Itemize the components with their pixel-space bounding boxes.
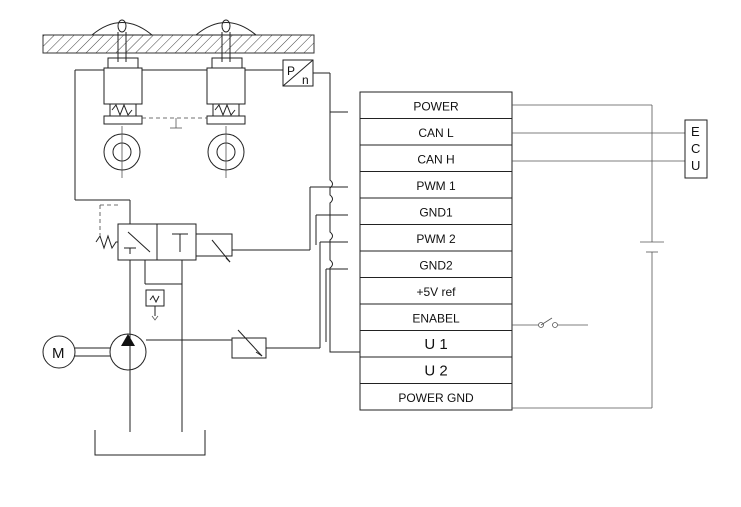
connector-pin-label: U 2 [424, 362, 447, 379]
ecu-letter-e: E [691, 124, 700, 139]
connector-pin-vref: +5V ref [359, 277, 513, 305]
connector-pin-pwm1: PWM 1 [359, 171, 513, 199]
connector-pin-label: CAN L [418, 126, 454, 140]
ecu-wiring [512, 104, 685, 409]
connector-pin-label: POWER [413, 99, 459, 113]
connector-pin-label: +5V ref [416, 285, 456, 299]
motor-label: M [52, 345, 65, 362]
pressure-sensor-n: n [302, 73, 309, 87]
pressure-sensor: P n [282, 59, 314, 87]
connector-pin-label: PWM 2 [416, 232, 456, 246]
directional-valve [95, 204, 233, 432]
connector-pin-can-h: CAN H [359, 144, 513, 172]
connector-pin-can-l: CAN L [359, 118, 513, 146]
speed-sensor-right [195, 19, 257, 178]
connector-pin-gnd2: GND2 [359, 250, 513, 278]
mounting-plate [42, 34, 315, 54]
connector-pin-pwm2: PWM 2 [359, 224, 513, 252]
connector-pin-u1: U 1 [359, 330, 513, 358]
ecu-letter-u: U [691, 158, 700, 173]
ecu-box: E C U [684, 119, 708, 179]
pressure-sensor-p: P [287, 64, 295, 78]
reservoir-tank [94, 430, 206, 456]
connector-pin-power-gnd: POWER GND [359, 383, 513, 411]
signal-wiring [232, 112, 360, 353]
pump-motor-group: M [42, 329, 267, 371]
connector-pin-label: POWER GND [398, 391, 474, 405]
connector-pin-gnd1: GND1 [359, 197, 513, 225]
connector-pin-power: POWER [359, 91, 513, 119]
connector-pin-label: ENABEL [412, 311, 460, 325]
connector-pin-label: U 1 [424, 336, 447, 353]
connector-pin-enable: ENABEL [359, 303, 513, 331]
connector-pin-label: CAN H [417, 152, 454, 166]
connector-pin-u2: U 2 [359, 356, 513, 384]
connector-cell [359, 383, 513, 411]
hydraulic-lines [74, 69, 348, 224]
connector-pin-label: GND1 [419, 205, 453, 219]
ecu-letter-c: C [691, 141, 700, 156]
connector-pin-label: PWM 1 [416, 179, 456, 193]
relief-valve [145, 289, 165, 321]
connector-pin-label: GND2 [419, 258, 453, 272]
speed-sensor-left [91, 19, 153, 178]
drain-line [142, 117, 207, 129]
